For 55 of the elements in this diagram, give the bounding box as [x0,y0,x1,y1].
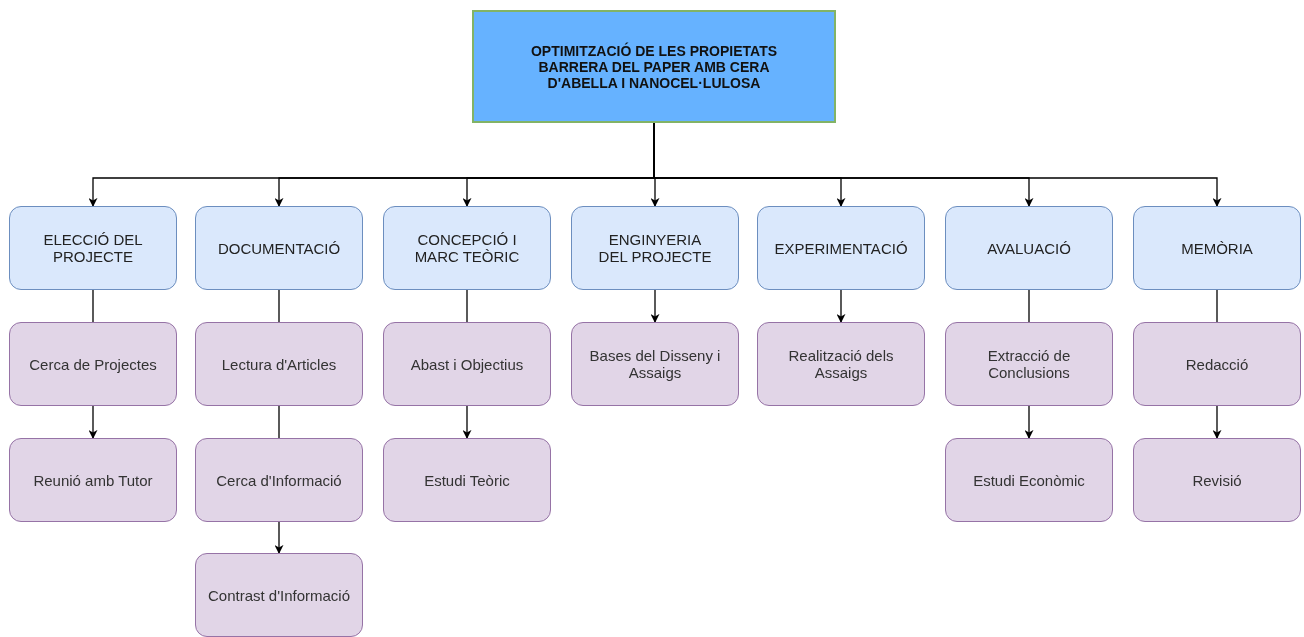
node-label: Bases del Disseny i Assaigs [588,347,722,381]
node-label: CONCEPCIÓ I MARC TEÒRIC [413,231,521,265]
task-box [945,322,1113,406]
connector-line [1212,405,1222,439]
task-box [195,438,363,522]
task-box [945,438,1113,522]
task-box [1133,322,1301,406]
connector-line [278,289,280,323]
connector-line [92,289,94,323]
connector-line [462,405,472,439]
node-label: Cerca de Projectes [29,355,157,373]
node-label: Contrast d'Informació [207,586,351,604]
phase-box [945,206,1113,290]
task-box [9,438,177,522]
task-box [195,322,363,406]
node-label: ELECCIÓ DEL PROJECTE [42,231,144,265]
phase-box [9,206,177,290]
title-box [472,10,836,123]
node-label: ENGINYERIA DEL PROJECTE [597,231,713,265]
connector-line [274,521,284,554]
connector-line [88,405,98,439]
task-box [383,438,551,522]
task-box [9,322,177,406]
phase-box [195,206,363,290]
connector-line [1216,289,1218,323]
task-box [571,322,739,406]
node-label: Realització dels Assaigs [787,347,895,381]
phase-box [571,206,739,290]
connector-line [466,289,468,323]
connector-line [1024,405,1034,439]
task-box [195,553,363,637]
node-label: DOCUMENTACIÓ [217,239,341,257]
node-label: EXPERIMENTACIÓ [774,239,908,257]
node-label: Estudi Teòric [424,471,510,489]
connector-line [278,405,280,439]
phase-box [383,206,551,290]
node-label: Abast i Objectius [410,355,524,373]
connector-line [1028,289,1030,323]
connector-line [650,289,660,323]
phase-box [1133,206,1301,290]
task-box [383,322,551,406]
node-label: AVALUACIÓ [987,239,1071,257]
connector-line [836,289,846,323]
node-label: OPTIMITZACIÓ DE LES PROPIETATS BARRERA DEL PAPER AMB CERA D'ABELLA I NANOCEL·LULOSA [529,42,778,91]
node-label: Cerca d'Informació [216,471,342,489]
node-label: Reunió amb Tutor [33,471,153,489]
node-label: Estudi Econòmic [973,471,1085,489]
node-label: Revisió [1192,471,1242,489]
phase-box [757,206,925,290]
task-box [1133,438,1301,522]
task-box [757,322,925,406]
node-label: Lectura d'Articles [221,355,337,373]
node-label: Extracció de Conclusions [986,347,1072,381]
node-label: MEMÒRIA [1181,239,1253,257]
node-label: Redacció [1185,355,1249,373]
